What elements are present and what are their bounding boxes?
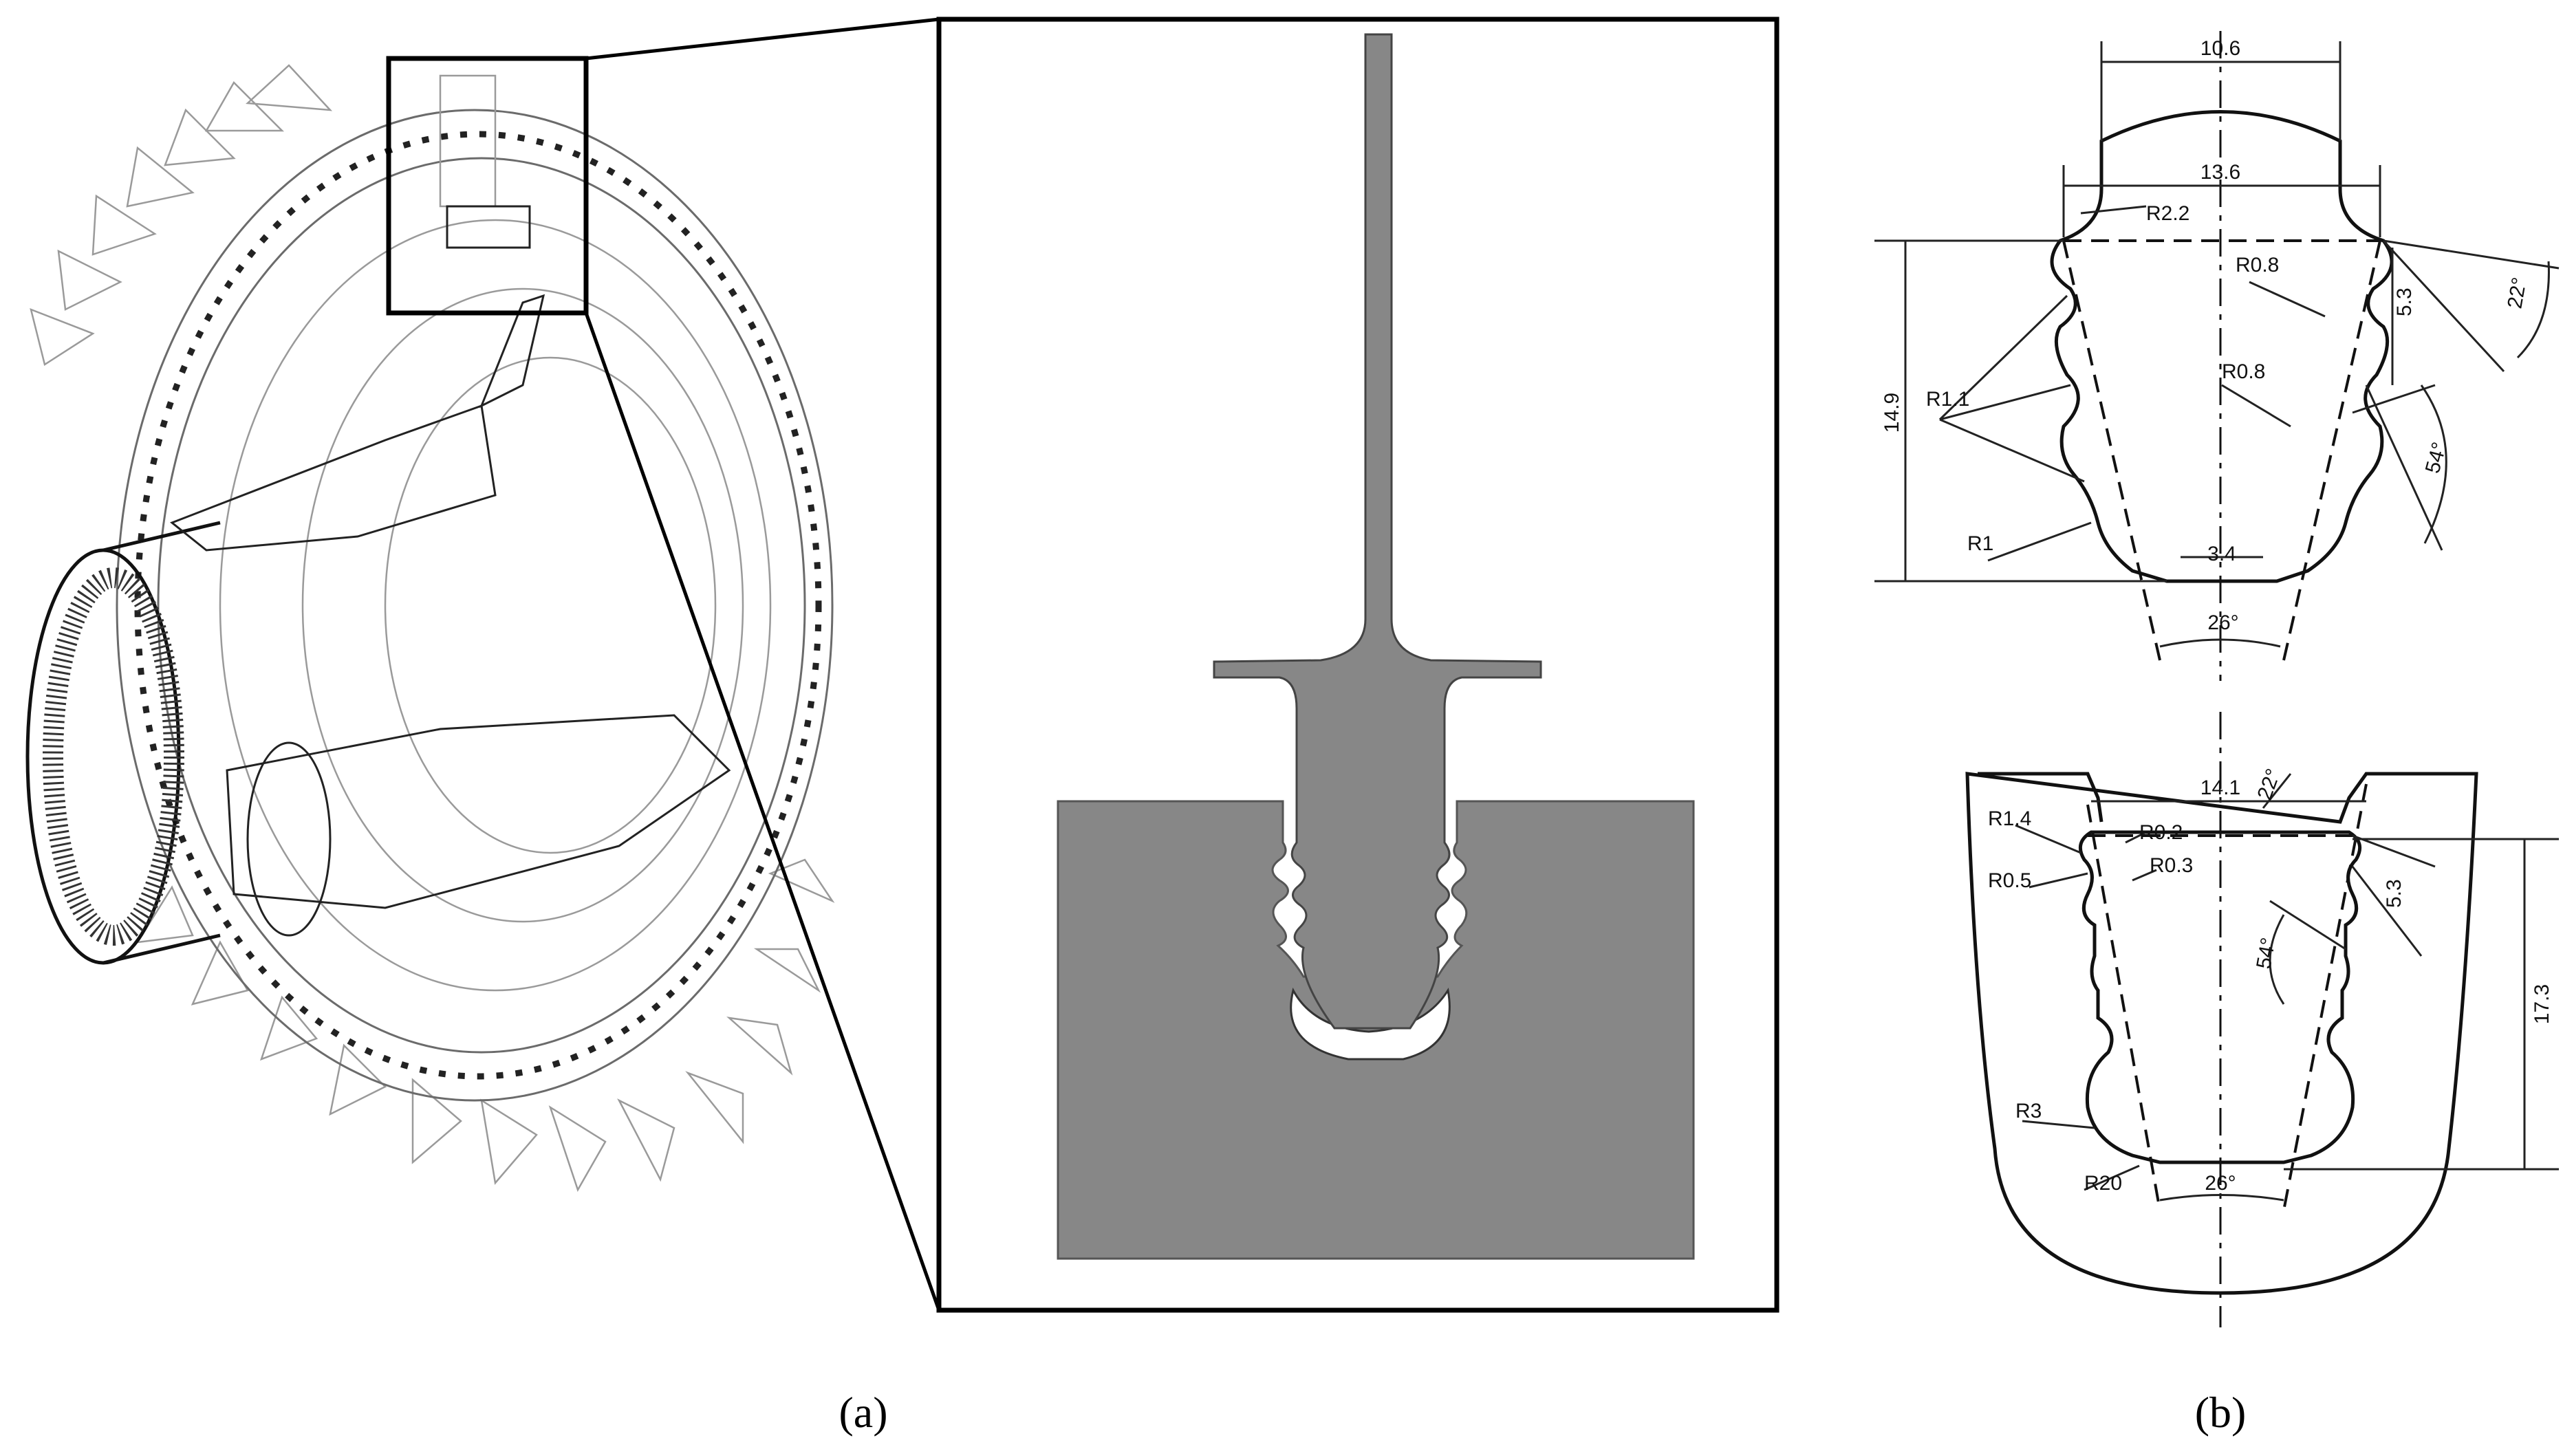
blade-root-section [1213, 33, 1542, 1030]
dim-tooth-radius-right: R0.8 [2236, 254, 2279, 276]
dim-slot-height: 17.3 [2531, 984, 2553, 1024]
dim-slot-wedge-angle: 26° [2205, 1172, 2236, 1195]
blade-ring [30, 64, 835, 1193]
dim-slot-width: 14.1 [2200, 776, 2240, 799]
caption-b: (b) [2195, 1388, 2247, 1437]
zoom-region-box [386, 56, 589, 316]
dim-outer-radius: R20 [2084, 1172, 2122, 1195]
caption-a: (a) [839, 1388, 887, 1437]
turbine-disk-sketch [25, 64, 835, 1193]
dim-bottom-width: 3.4 [2207, 543, 2236, 565]
dim-radius-top: R1.4 [1988, 807, 2031, 830]
dim-slot-pitch: 5.3 [2383, 879, 2405, 908]
dim-wedge-angle: 26° [2207, 611, 2238, 634]
dim-radius-a: R0.2 [2139, 821, 2183, 844]
dim-height: 14.9 [1881, 393, 1903, 433]
dim-neck-radius: R2.2 [2146, 202, 2189, 225]
dim-top-width: 10.6 [2200, 37, 2240, 60]
disk-section [1057, 800, 1695, 1260]
dim-radius-b: R0.3 [2150, 854, 2193, 877]
dim-flank-angle: 22° [2503, 276, 2531, 310]
dim-slot-contact-angle: 54° [2252, 936, 2280, 970]
dim-radius-c: R0.5 [1988, 869, 2031, 892]
dim-bottom-radius: R1 [1967, 532, 1993, 555]
dim-slot-bottom-radius: R3 [2015, 1100, 2042, 1122]
dim-pitch: 5.3 [2393, 287, 2416, 316]
lower-slot-drawing [1965, 712, 2559, 1327]
dim-slot-flank-angle: 22° [2253, 765, 2286, 803]
zoom-connector-top [585, 17, 940, 61]
dim-tooth-radius-right-2: R0.8 [2222, 360, 2265, 383]
dim-neck-width: 13.6 [2200, 161, 2240, 184]
dim-tooth-radius-left: R1.1 [1926, 388, 1969, 411]
dovetail-section-zoom [936, 17, 1780, 1313]
upper-root-drawing [1874, 31, 2560, 681]
zoom-connector-bottom [584, 312, 941, 1311]
